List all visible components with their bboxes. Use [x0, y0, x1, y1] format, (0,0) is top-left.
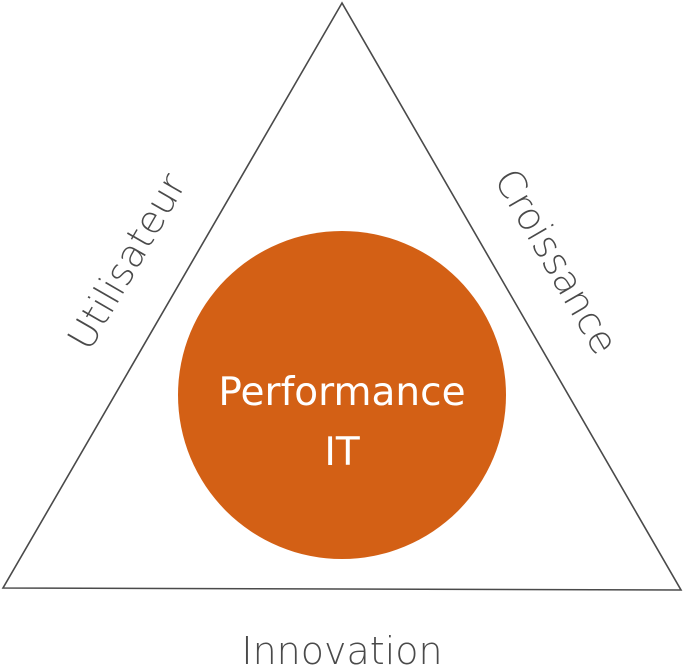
side-label-right: Croissance: [486, 161, 627, 362]
center-label-line2: IT: [324, 430, 360, 475]
side-label-left: Utilisateur: [59, 166, 195, 358]
performance-circle: [178, 231, 506, 559]
side-label-bottom: Innovation: [241, 629, 442, 666]
center-label-line1: Performance: [218, 370, 465, 415]
triangle-outline: [1, 1, 683, 591]
